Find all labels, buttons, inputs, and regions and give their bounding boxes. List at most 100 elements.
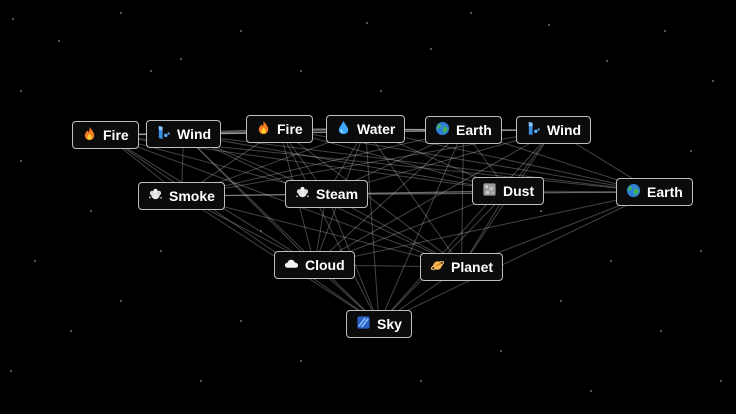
star	[150, 70, 152, 72]
star	[20, 90, 22, 92]
element-dust[interactable]: Dust	[472, 177, 545, 205]
planet-icon	[430, 258, 445, 276]
element-fire[interactable]: Fire	[72, 121, 139, 149]
connection-line	[314, 191, 655, 266]
element-planet[interactable]: Planet	[420, 253, 504, 281]
star	[240, 30, 242, 32]
wind-icon	[156, 125, 171, 143]
star	[610, 260, 612, 262]
element-water[interactable]: Water	[326, 115, 406, 143]
connection-line	[365, 128, 462, 268]
element-sky[interactable]: Sky	[346, 310, 412, 338]
element-wind[interactable]: Wind	[146, 120, 222, 148]
star	[300, 360, 302, 362]
sky-icon	[356, 315, 371, 333]
element-label: Steam	[316, 186, 359, 202]
star	[548, 24, 550, 26]
star	[700, 250, 702, 252]
connection-line	[183, 133, 315, 266]
star	[20, 160, 22, 162]
element-label: Dust	[503, 183, 535, 199]
connection-line	[378, 191, 655, 325]
steam-icon	[295, 185, 310, 203]
connection-line	[183, 133, 380, 325]
element-label: Planet	[451, 259, 494, 275]
star	[560, 300, 562, 302]
globe-icon	[626, 183, 641, 201]
connection-line	[378, 129, 554, 325]
star	[58, 40, 60, 42]
star	[470, 12, 472, 14]
element-steam[interactable]: Steam	[285, 180, 369, 208]
connection-line	[279, 128, 554, 131]
star	[380, 90, 382, 92]
connection-line	[183, 129, 464, 135]
connection-line	[461, 129, 464, 268]
star	[430, 48, 432, 50]
star	[70, 330, 72, 332]
star	[120, 300, 122, 302]
connection-line	[378, 129, 464, 325]
star	[420, 380, 422, 382]
element-label: Fire	[277, 121, 303, 137]
element-label: Earth	[456, 122, 492, 138]
globe-icon	[435, 121, 450, 139]
star	[120, 12, 122, 14]
connection-line	[105, 134, 380, 325]
star	[500, 350, 502, 352]
element-label: Earth	[647, 184, 683, 200]
connection-line	[314, 129, 554, 266]
star	[90, 210, 92, 212]
star	[34, 260, 36, 262]
connection-line	[279, 128, 462, 268]
element-label: Wind	[177, 126, 212, 142]
cloud-icon	[284, 256, 299, 274]
connection-line	[365, 128, 380, 325]
star	[260, 230, 262, 232]
fire-icon	[256, 120, 271, 138]
star	[366, 22, 368, 24]
connection-line	[279, 128, 380, 325]
star	[660, 330, 662, 332]
star	[606, 60, 608, 62]
connection-line	[105, 134, 462, 268]
element-fire[interactable]: Fire	[246, 115, 313, 143]
star	[690, 150, 692, 152]
element-label: Water	[357, 121, 396, 137]
connection-line	[181, 195, 462, 268]
connection-line	[365, 128, 655, 193]
star	[10, 370, 12, 372]
element-earth[interactable]: Earth	[616, 178, 693, 206]
element-earth[interactable]: Earth	[425, 116, 502, 144]
element-wind[interactable]: Wind	[516, 116, 592, 144]
star	[720, 380, 722, 382]
element-smoke[interactable]: Smoke	[138, 182, 225, 210]
star	[240, 320, 242, 322]
star	[712, 80, 714, 82]
connection-line	[279, 128, 509, 192]
water-drop-icon	[336, 120, 351, 138]
star	[160, 250, 162, 252]
star	[590, 390, 592, 392]
star	[12, 18, 14, 20]
dust-icon	[482, 182, 497, 200]
star	[300, 70, 302, 72]
element-cloud[interactable]: Cloud	[274, 251, 355, 279]
star	[180, 58, 182, 60]
element-label: Smoke	[169, 188, 215, 204]
smoke-icon	[148, 187, 163, 205]
star	[200, 380, 202, 382]
element-label: Wind	[547, 122, 582, 138]
wind-icon	[526, 121, 541, 139]
star	[540, 210, 542, 212]
connection-line	[181, 129, 464, 197]
fire-icon	[82, 126, 97, 144]
connection-line	[314, 129, 464, 266]
star	[664, 30, 666, 32]
element-label: Fire	[103, 127, 129, 143]
connection-line	[183, 133, 509, 192]
element-label: Sky	[377, 316, 402, 332]
element-label: Cloud	[305, 257, 345, 273]
